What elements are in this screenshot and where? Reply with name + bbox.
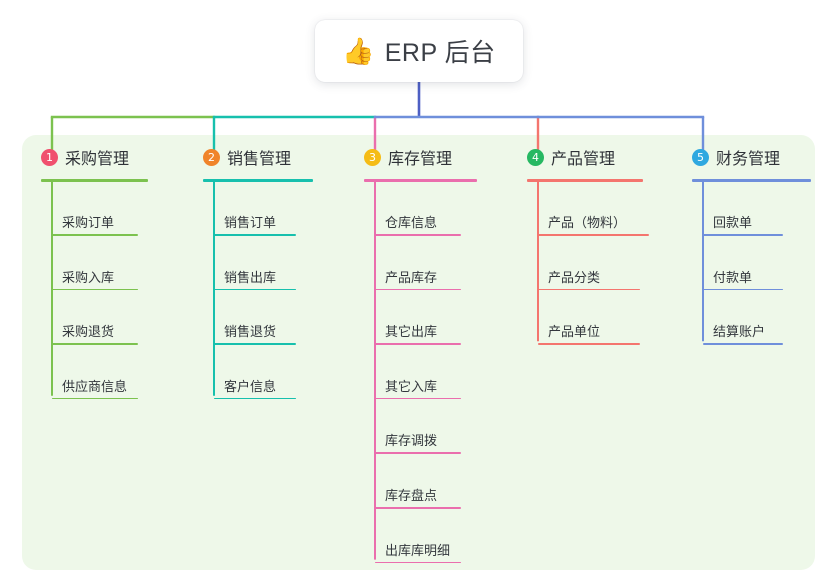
leaf-item-label: 产品分类 (548, 269, 601, 285)
leaf-item-rule (703, 343, 783, 345)
leaf-item-rule (52, 343, 138, 345)
leaf-item-label: 出库库明细 (385, 542, 451, 558)
leaf-item-label: 其它入库 (385, 378, 438, 394)
column-header-4[interactable]: 4 产品管理 (527, 146, 615, 168)
leaf-item-rule (375, 234, 461, 236)
leaf-item-label: 采购订单 (62, 215, 115, 230)
root-title: ERP 后台 (384, 39, 496, 67)
leaf-item[interactable]: 客户信息 (203, 376, 296, 400)
column-rule-5 (692, 179, 811, 182)
leaf-item-rule (52, 234, 138, 236)
column-header-1[interactable]: 1 采购管理 (41, 146, 129, 168)
leaf-item-rule (703, 234, 783, 236)
column-header-2[interactable]: 2 销售管理 (203, 146, 291, 168)
leaf-item[interactable]: 采购订单 (41, 212, 138, 236)
leaf-item-label: 其它出库 (385, 324, 438, 340)
leaf-item-rule (214, 397, 296, 400)
leaf-item-label: 销售订单 (224, 215, 277, 230)
leaf-item-label: 客户信息 (224, 378, 277, 394)
column-title-4: 产品管理 (551, 151, 616, 168)
leaf-item-rule (375, 452, 461, 454)
root-node[interactable]: 👍 ERP 后台 (315, 20, 523, 82)
leaf-item-label: 供应商信息 (62, 378, 128, 394)
leaf-item-label: 回款单 (713, 215, 753, 230)
leaf-item[interactable]: 产品库存 (364, 267, 461, 291)
leaf-item-rule (214, 288, 296, 291)
leaf-item[interactable]: 其它出库 (364, 321, 461, 345)
leaf-item-label: 采购退货 (62, 324, 115, 340)
column-2: 2 销售管理 (203, 146, 313, 182)
column-badge-4: 4 (527, 148, 544, 166)
column-header-3[interactable]: 3 库存管理 (364, 146, 452, 168)
leaf-item-label: 仓库信息 (385, 215, 438, 230)
leaf-item[interactable]: 付款单 (692, 267, 783, 291)
leaf-item[interactable]: 仓库信息 (364, 212, 461, 236)
leaf-item-rule (703, 288, 783, 291)
leaf-item[interactable]: 库存盘点 (364, 485, 461, 509)
leaf-item-rule (375, 561, 461, 564)
leaf-item-rule (538, 288, 640, 291)
leaf-item-rule (214, 234, 296, 236)
leaf-item[interactable]: 产品（物料） (527, 212, 649, 236)
leaf-item-rule (375, 507, 461, 509)
leaf-item[interactable]: 销售出库 (203, 267, 296, 291)
leaf-item[interactable]: 采购退货 (41, 321, 138, 345)
leaf-item-label: 产品库存 (385, 269, 438, 285)
leaf-item-rule (538, 234, 649, 236)
leaf-item-rule (375, 397, 461, 400)
leaf-item-label: 采购入库 (62, 269, 115, 285)
leaf-item-label: 产品单位 (548, 324, 601, 340)
column-badge-1: 1 (41, 148, 58, 166)
leaf-item[interactable]: 采购入库 (41, 267, 138, 291)
leaf-item-label: 产品（物料） (548, 215, 627, 230)
column-rule-1 (41, 179, 148, 182)
leaf-item-label: 销售出库 (224, 269, 277, 285)
thumbs-up-icon: 👍 (342, 36, 375, 66)
leaf-item-label: 库存调拨 (385, 433, 438, 449)
column-1: 1 采购管理 (41, 146, 148, 182)
column-badge-2: 2 (203, 148, 220, 166)
column-4: 4 产品管理 (527, 146, 643, 182)
column-rule-2 (203, 179, 313, 182)
leaf-item-label: 付款单 (713, 269, 753, 285)
column-title-5: 财务管理 (716, 151, 781, 168)
leaf-item[interactable]: 产品分类 (527, 267, 640, 291)
column-header-5[interactable]: 5 财务管理 (692, 146, 780, 168)
leaf-item[interactable]: 销售订单 (203, 212, 296, 236)
leaf-item[interactable]: 回款单 (692, 212, 783, 236)
column-title-1: 采购管理 (65, 151, 130, 168)
leaf-item[interactable]: 其它入库 (364, 376, 461, 400)
column-title-3: 库存管理 (388, 151, 453, 168)
column-rule-4 (527, 179, 643, 182)
leaf-item[interactable]: 出库库明细 (364, 540, 461, 564)
leaf-item[interactable]: 结算账户 (692, 321, 783, 345)
leaf-item-rule (52, 288, 138, 291)
column-3: 3 库存管理 (364, 146, 477, 182)
column-rule-3 (364, 179, 477, 182)
leaf-item[interactable]: 产品单位 (527, 321, 640, 345)
leaf-item-label: 结算账户 (713, 324, 766, 340)
leaf-item[interactable]: 库存调拨 (364, 430, 461, 454)
leaf-item-label: 库存盘点 (385, 488, 438, 503)
diagram-panel (22, 135, 815, 570)
column-badge-5: 5 (692, 148, 709, 166)
leaf-item[interactable]: 销售退货 (203, 321, 296, 345)
leaf-item[interactable]: 供应商信息 (41, 376, 138, 400)
leaf-item-label: 销售退货 (224, 324, 277, 340)
leaf-item-rule (375, 288, 461, 291)
leaf-item-rule (214, 343, 296, 345)
column-badge-3: 3 (364, 148, 381, 166)
leaf-item-rule (375, 343, 461, 345)
leaf-item-rule (538, 343, 640, 345)
column-5: 5 财务管理 (692, 146, 811, 182)
leaf-item-rule (52, 397, 138, 400)
column-title-2: 销售管理 (227, 151, 292, 168)
